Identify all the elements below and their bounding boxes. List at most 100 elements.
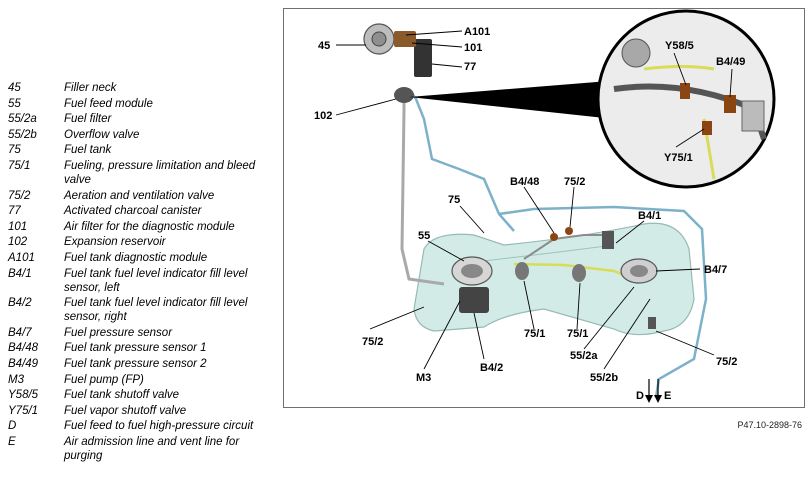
legend-description: Activated charcoal canister [64,205,202,218]
label-75-2-top: 75/2 [564,176,585,188]
legend-code: Y75/1 [8,404,39,417]
legend-description: Fuel filter [64,113,112,126]
label-101: 101 [464,42,482,54]
legend-item: B4/49 Fuel tank pressure sensor 2 [8,357,278,371]
label-b4-48: B4/48 [510,176,539,188]
vent-line-left [407,88,515,232]
legend-code: M3 [8,373,24,386]
legend-code: 55/2a [8,113,37,126]
tank-ridge [483,244,615,262]
legend-item: B4/2 Fuel tank fuel level indicator fill … [8,296,278,324]
legend-code: 102 [8,236,28,249]
fuel-feed-line [400,94,445,286]
label-75-1-a: 75/1 [524,328,545,340]
legend-code: B4/7 [8,326,32,339]
legend-code: B4/1 [8,267,32,280]
expansion-reservoir [394,87,414,103]
legend-description: Overflow valve [64,128,140,141]
legend-description: Fuel tank pressure sensor 2 [64,357,207,370]
legend-item: 102 Expansion reservoir [8,235,278,249]
label-b4-2: B4/2 [480,362,503,374]
legend-item: 77 Activated charcoal canister [8,204,278,218]
legend-code: B4/2 [8,297,32,310]
legend-code: 55/2b [8,128,37,141]
legend-code: 101 [8,220,28,233]
legend-item: 75 Fuel tank [8,143,278,157]
diagnostic-module [394,31,416,47]
label-55-2a: 55/2a [570,350,598,362]
legend-item: 75/1 Fueling, pressure limitation and ble… [8,159,278,187]
legend-item: B4/1 Fuel tank fuel level indicator fill … [8,267,278,295]
label-75-2-right: 75/2 [716,356,737,368]
legend-code: 77 [8,205,21,218]
legend-item: A101 Fuel tank diagnostic module [8,251,278,265]
legend-item: 75/2 Aeration and ventilation valve [8,189,278,203]
fuel-pump [459,287,489,313]
legend-description: Fuel pressure sensor [64,326,173,339]
charcoal-canister [414,39,432,77]
legend-description: Fuel pump (FP) [64,373,144,386]
legend-description: Fuel feed to fuel high-pressure circuit [64,420,254,433]
legend-description: Fueling, pressure limitation and bleed v… [64,159,256,186]
legend-description: Fuel tank diagnostic module [64,251,208,264]
legend-item: 55/2a Fuel filter [8,112,278,126]
legend-item: 101 Air filter for the diagnostic module [8,220,278,234]
legend-item: D Fuel feed to fuel high-pressure circuit [8,419,278,433]
legend-description: Fuel vapor shutoff valve [64,404,187,417]
inset-connector [409,81,614,119]
legend-code: 75/2 [8,189,31,202]
legend-item: Y58/5 Fuel tank shutoff valve [8,388,278,402]
vent-line-right [498,205,708,398]
legend-description: Fuel tank fuel level indicator fill leve… [64,297,248,324]
legend-code: 75 [8,144,21,157]
label-75: 75 [448,194,460,206]
legend-code: 55 [8,97,21,110]
legend-item: 45 Filler neck [8,81,278,95]
label-77: 77 [464,61,476,73]
label-d: D [636,390,644,402]
legend-code: E [8,435,16,448]
label-75-2-left: 75/2 [362,336,383,348]
legend-description: Air admission line and vent line for pur… [64,435,240,462]
legend-code: 45 [8,82,21,94]
legend-item: E Air admission line and vent line for pu… [8,435,278,463]
label-55: 55 [418,230,430,242]
label-45: 45 [318,40,330,52]
legend-description: Fuel tank shutoff valve [64,389,180,402]
label-a101: A101 [464,26,490,38]
figure-reference: P47.10-2898-76 [737,420,802,430]
legend-code: 75/1 [8,159,31,172]
label-e: E [664,390,671,402]
legend-description: Filler neck [64,82,117,94]
leader-lines [335,30,733,370]
legend-item: 55/2b Overflow valve [8,128,278,142]
label-b4-49: B4/49 [716,56,745,68]
label-75-1-b: 75/1 [567,328,588,340]
legend-description: Expansion reservoir [64,236,166,249]
label-y58-5: Y58/5 [665,40,694,52]
legend-item: B4/7 Fuel pressure sensor [8,326,278,340]
legend-item: Y75/1 Fuel vapor shutoff valve [8,404,278,418]
legend-code: A101 [8,251,35,264]
diagram-svg: A101 101 45 77 102 Y58/5 B4/49 Y75/1 B4/… [314,9,776,403]
legend-item: B4/48 Fuel tank pressure sensor 1 [8,341,278,355]
label-b4-7: B4/7 [704,264,727,276]
label-102: 102 [314,110,332,122]
legend-description: Fuel tank pressure sensor 1 [64,342,207,355]
legend-code: B4/49 [8,357,39,370]
label-b4-1: B4/1 [638,210,661,222]
fuel-system-diagram: A101 101 45 77 102 Y58/5 B4/49 Y75/1 B4/… [283,8,805,408]
legend-description: Aeration and ventilation valve [64,189,215,202]
legend-code: D [8,420,17,433]
legend-code: B4/48 [8,342,39,355]
legend-description: Fuel tank [64,144,112,157]
legend-description: Air filter for the diagnostic module [64,220,235,233]
legend-code: Y58/5 [8,389,39,402]
legend-item: 55 Fuel feed module [8,97,278,111]
legend-item: M3 Fuel pump (FP) [8,373,278,387]
label-y75-1: Y75/1 [664,152,693,164]
legend-description: Fuel tank fuel level indicator fill leve… [64,267,248,294]
legend-description: Fuel feed module [64,97,153,110]
label-55-2b: 55/2b [590,372,618,384]
